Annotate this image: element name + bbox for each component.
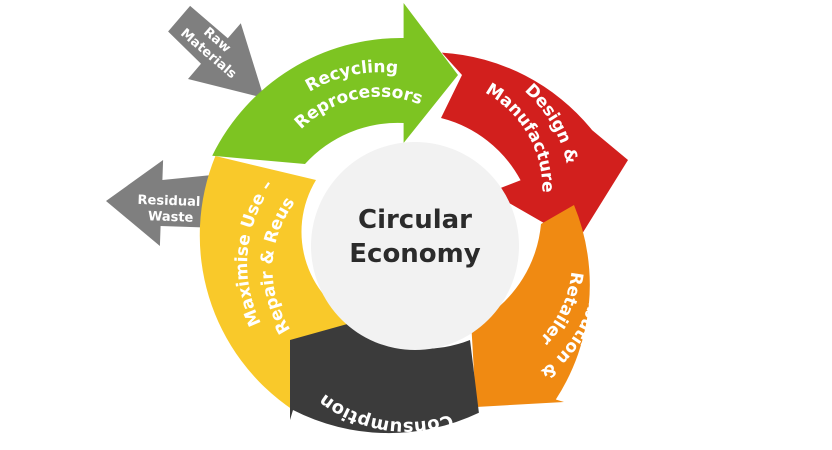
residual-waste-line2: Waste <box>148 209 194 226</box>
raw-materials-arrow <box>168 5 264 98</box>
segment-recycling <box>212 3 458 164</box>
center-circle <box>311 142 519 350</box>
center-title-line1: Circular <box>358 205 472 235</box>
segment-consumption <box>290 316 479 434</box>
segment-distribution-retailer <box>470 205 590 407</box>
segment-design-manufacture <box>441 52 628 242</box>
center-title-line2: Economy <box>349 239 480 269</box>
residual-waste-label: Residual Waste <box>137 193 205 226</box>
residual-waste-arrow <box>106 160 223 246</box>
residual-waste-line1: Residual <box>137 193 200 210</box>
